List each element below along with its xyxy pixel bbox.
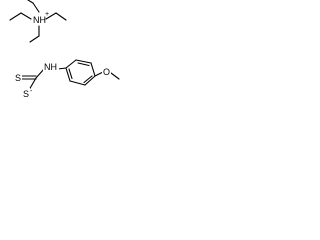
ethyl-top-ch3-bond bbox=[27, 0, 34, 4]
ethyl-bottom-ch3-bond bbox=[29, 35, 40, 43]
o-ch3-bond bbox=[110, 72, 120, 80]
benzene-ring bbox=[65, 59, 96, 86]
ring-double-bond-c bbox=[68, 68, 73, 80]
c-n-bond bbox=[35, 68, 45, 79]
ring-bond-3 bbox=[90, 62, 96, 77]
thiolate-charge: - bbox=[30, 88, 33, 95]
ethyl-left-ch3-bond bbox=[9, 12, 22, 21]
amine-nh-label: NH bbox=[44, 62, 57, 72]
methoxy-oxygen-label: O bbox=[103, 67, 110, 77]
ethyl-right-ch3-bond bbox=[55, 12, 67, 21]
ammonium-charge: + bbox=[45, 11, 49, 18]
nh-label-mask bbox=[43, 61, 59, 72]
ring-double-bond-b bbox=[83, 75, 93, 84]
ring-double-bond-a bbox=[77, 62, 90, 67]
ring-o-bond bbox=[94, 71, 104, 77]
ethyl-top-ch2-bond bbox=[32, 2, 40, 13]
ethyl-right-ch2-bond bbox=[45, 12, 57, 20]
chemical-structure: NH + NH S bbox=[9, 0, 120, 99]
ethyl-left-ch2-bond bbox=[20, 12, 32, 20]
ring-bond-2 bbox=[75, 59, 92, 64]
oxygen-mask bbox=[102, 66, 111, 76]
triethylammonium-cation: NH + bbox=[9, 0, 67, 43]
dithiocarbamate-anion: NH S S - O bbox=[14, 59, 120, 99]
ring-bond-1 bbox=[65, 59, 77, 69]
thione-s-mask bbox=[14, 72, 22, 82]
thiolate-s-mask bbox=[22, 88, 30, 98]
ring-bond-6 bbox=[65, 67, 71, 82]
ammonium-nitrogen-label: NH bbox=[33, 15, 46, 25]
ring-bond-4 bbox=[84, 75, 96, 86]
thiolate-sulfur-label: S bbox=[23, 89, 29, 99]
thione-sulfur-label: S bbox=[15, 73, 21, 83]
ring-bond-5 bbox=[69, 80, 86, 86]
c-s-single-bond bbox=[28, 77, 37, 91]
n-aryl-bond bbox=[57, 67, 67, 70]
